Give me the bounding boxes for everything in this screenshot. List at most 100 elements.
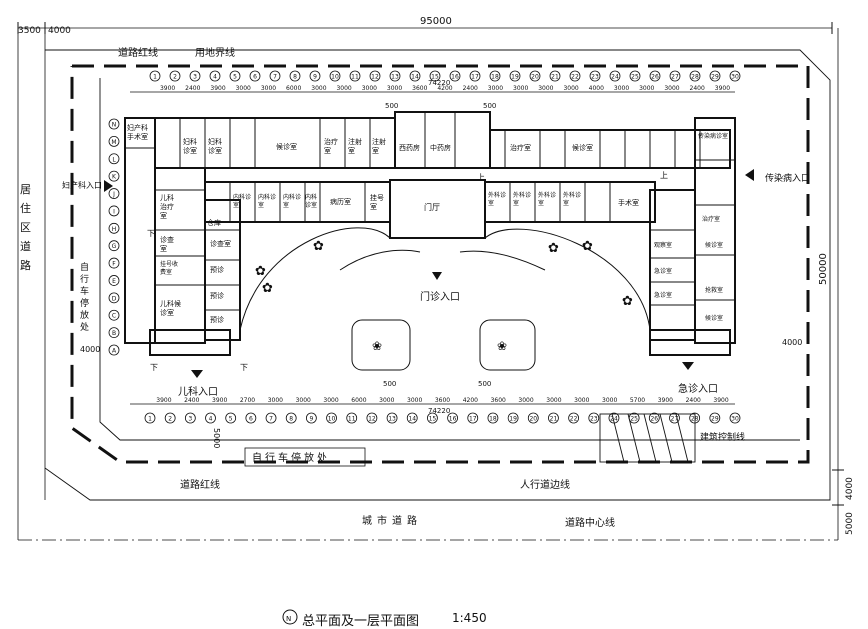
- tree-icon: ❀: [497, 339, 507, 353]
- svg-text:21: 21: [550, 416, 558, 423]
- axis-bubble-bottom: 4: [205, 412, 216, 424]
- svg-text:15: 15: [429, 416, 437, 423]
- dim-segment-top: 3900: [160, 85, 175, 92]
- residential-road-label: 居住区道路: [20, 183, 31, 272]
- dim-segment-bottom: 3000: [518, 397, 533, 404]
- svg-text:30: 30: [731, 416, 739, 423]
- svg-text:17: 17: [469, 416, 477, 423]
- room-exam: 诊查室: [210, 240, 231, 248]
- axis-bubble-top: 1: [149, 70, 161, 82]
- building-control-label: 建筑控制线: [700, 433, 746, 443]
- room-prewait-2: 预诊: [210, 292, 224, 300]
- axis-bubble-top: 24: [609, 70, 621, 82]
- label-land-boundary: 用地界线: [195, 48, 235, 59]
- svg-text:16: 16: [449, 416, 457, 423]
- tree-icon: ✿: [255, 264, 266, 279]
- axis-bubble-left: E: [108, 275, 120, 286]
- dim-segment-top: 3900: [210, 85, 225, 92]
- axis-bubble-top: 14: [409, 70, 421, 82]
- svg-text:B: B: [112, 330, 116, 337]
- svg-text:E: E: [112, 278, 116, 285]
- dim-4000-right: 4000: [845, 477, 855, 500]
- dim-segment-top: 3000: [614, 85, 629, 92]
- stair-down-2: 下: [240, 363, 248, 372]
- axis-bubble-top: 4: [209, 70, 221, 82]
- svg-text:20: 20: [529, 416, 537, 423]
- dim-74220-top: 74220: [428, 79, 451, 87]
- axis-bubble-bottom: 25: [628, 412, 640, 424]
- axis-bubble-top: 6: [249, 70, 261, 82]
- axis-bubble-top: 16: [449, 70, 461, 82]
- axis-bubble-top: 30: [729, 70, 741, 82]
- dim-segment-bottom: 4200: [463, 397, 478, 404]
- room-injection-2: 注射室: [372, 138, 386, 155]
- dim-segment-top: 3000: [387, 85, 402, 92]
- svg-text:12: 12: [371, 74, 379, 81]
- svg-text:15: 15: [431, 74, 439, 81]
- tree-icon: ✿: [548, 241, 559, 256]
- bike-parking-bottom-label: 自行车停放处: [252, 453, 330, 464]
- axis-bubble-bottom: 30: [729, 412, 741, 424]
- axis-bubble-top: 15: [429, 70, 441, 82]
- stair-up-1: 上: [477, 173, 485, 182]
- axis-bubble-top: 19: [509, 70, 521, 82]
- svg-text:24: 24: [611, 74, 619, 81]
- room-surgery-3: 外科诊室: [538, 192, 557, 207]
- svg-text:4: 4: [209, 416, 213, 423]
- dim-segment-top: 3000: [513, 85, 528, 92]
- city-road-label: 城市道路: [362, 516, 422, 527]
- room-injection: 注射室: [348, 138, 362, 155]
- dim-segment-top: 2400: [185, 85, 200, 92]
- arrow-emergency: [682, 362, 694, 370]
- axis-bubble-left: B: [108, 327, 120, 339]
- svg-text:19: 19: [509, 416, 517, 423]
- axis-bubble-bottom: 21: [548, 412, 559, 424]
- axis-bubble-top: 27: [669, 70, 681, 82]
- bike-parking-left-label: 自行车停放处: [80, 263, 90, 333]
- svg-text:23: 23: [591, 74, 599, 81]
- arrow-outpatient: [432, 272, 442, 280]
- svg-text:5: 5: [229, 416, 233, 423]
- svg-text:26: 26: [651, 74, 659, 81]
- axis-bubble-left: C: [108, 309, 120, 321]
- axis-bubble-bottom: 7: [265, 412, 277, 424]
- svg-text:30: 30: [731, 74, 739, 81]
- axis-bubble-top: 22: [569, 70, 581, 82]
- dim-3500: 3500: [18, 26, 41, 36]
- svg-text:10: 10: [331, 74, 339, 81]
- svg-text:3: 3: [193, 74, 197, 81]
- room-surgery-1: 外科诊室: [488, 192, 507, 207]
- axis-bubble-bottom: 3: [184, 412, 196, 424]
- room-storage: 仓库: [207, 219, 221, 227]
- svg-text:29: 29: [711, 74, 719, 81]
- dim-segment-bottom: 3000: [574, 397, 589, 404]
- axis-bubble-top: 29: [709, 70, 721, 82]
- dim-segment-bottom: 3900: [156, 397, 171, 404]
- axis-bubble-top: 11: [349, 70, 361, 82]
- svg-text:H: H: [112, 226, 117, 233]
- axis-bubble-bottom: 20: [527, 412, 539, 424]
- dim-segment-top: 3000: [664, 85, 679, 92]
- building-north-wing: [154, 111, 731, 239]
- tree-icon: ✿: [313, 239, 324, 254]
- room-treatment-1: 治疗室: [324, 138, 338, 155]
- dim-segment-top: 3600: [412, 85, 427, 92]
- axis-bubble-left: N: [108, 118, 120, 130]
- room-internal-1: 内科诊室: [233, 194, 252, 209]
- axis-bubble-bottom: 12: [366, 412, 378, 424]
- axis-bubble-bottom: 14: [406, 412, 418, 424]
- svg-text:N: N: [286, 615, 291, 623]
- axis-bubble-bottom: 13: [386, 412, 398, 424]
- dim-5000-bottom: 5000: [212, 428, 221, 449]
- axis-bubble-bottom: 26: [648, 412, 660, 424]
- axis-bubble-left: A: [108, 344, 120, 356]
- svg-text:6: 6: [253, 74, 257, 81]
- svg-text:2: 2: [173, 74, 177, 81]
- svg-text:L: L: [112, 156, 116, 163]
- axis-bubble-top: 3: [189, 70, 201, 82]
- sidewalk-line-label: 人行道边线: [520, 480, 570, 491]
- room-treatment-2: 治疗室: [510, 144, 531, 152]
- dim-segment-bottom: 3600: [435, 397, 450, 404]
